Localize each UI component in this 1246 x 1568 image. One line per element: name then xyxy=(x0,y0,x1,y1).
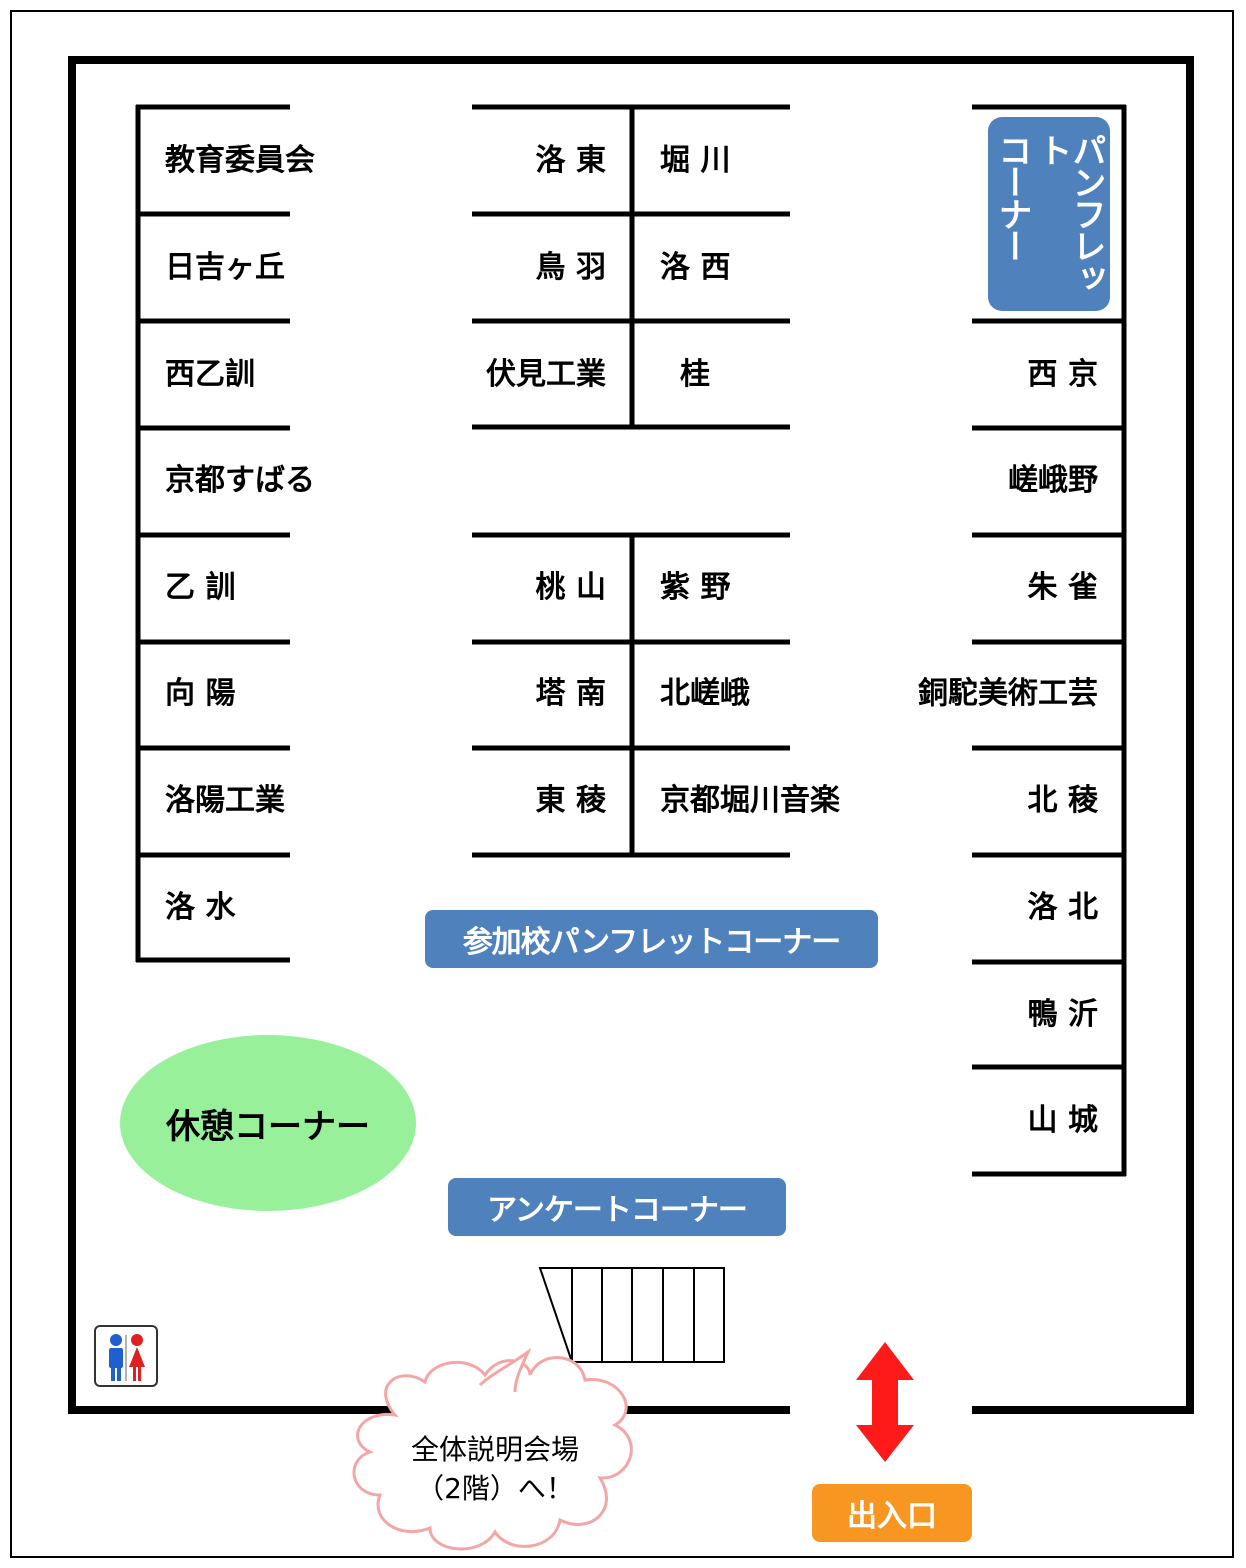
pamphlet-corner-line1: パンフレット xyxy=(1032,133,1106,293)
pamphlet-corner-vertical: パンフレット コーナー xyxy=(988,117,1110,311)
cloud-text: 全体説明会場 （2階）へ！ xyxy=(395,1430,595,1508)
right-booth-lines xyxy=(972,104,1127,1177)
center-upper-lines xyxy=(472,104,790,430)
booth-right-2: 嵯峨野 xyxy=(1008,463,1098,498)
cloud-text-line1: 全体説明会場 xyxy=(410,1433,579,1466)
booth-left-6: 向 陽 xyxy=(165,676,236,711)
rest-corner-label: 休憩コーナー xyxy=(166,1106,370,1147)
booth-right-7: 鴨 沂 xyxy=(1027,997,1098,1032)
booth-left-4: 京都すばる xyxy=(165,463,315,498)
booth-right-3: 朱 雀 xyxy=(1027,570,1098,605)
booth-right-8: 山 城 xyxy=(1027,1103,1098,1138)
booth-center-2: 鳥 羽 xyxy=(535,250,606,285)
booth-right-5: 北 稜 xyxy=(1027,783,1098,818)
booth-center-6: 桂 xyxy=(680,357,710,392)
booth-left-7: 洛陽工業 xyxy=(165,783,285,818)
booth-center-5: 洛 西 xyxy=(660,250,731,285)
center-lower-lines xyxy=(472,532,790,858)
cloud-bubble xyxy=(352,1356,633,1551)
booth-left-1: 教育委員会 xyxy=(165,143,315,178)
booth-left-8: 洛 水 xyxy=(165,890,236,925)
cloud-tail xyxy=(478,1347,532,1393)
page-frame xyxy=(10,10,1234,1558)
booth-center-3: 伏見工業 xyxy=(486,357,606,392)
booth-center-7: 桃 山 xyxy=(535,570,606,605)
booth-right-4: 銅駝美術工芸 xyxy=(918,676,1098,711)
restroom-icon xyxy=(94,1325,158,1387)
cloud-text-line2: （2階）へ！ xyxy=(416,1472,574,1506)
booth-center-4: 堀 川 xyxy=(660,143,731,178)
double-arrow-icon xyxy=(856,1342,914,1462)
rest-corner-area xyxy=(120,1035,416,1211)
hall-wall xyxy=(68,56,1194,1414)
booth-left-5: 乙 訓 xyxy=(165,570,236,605)
booth-right-6: 洛 北 xyxy=(1027,890,1098,925)
booth-left-3: 西乙訓 xyxy=(165,357,255,392)
booth-center-8: 塔 南 xyxy=(535,676,606,711)
staircase-icon xyxy=(538,1267,725,1363)
booth-right-1: 西 京 xyxy=(1027,357,1098,392)
survey-corner: アンケートコーナー xyxy=(448,1178,786,1236)
school-pamphlet-corner: 参加校パンフレットコーナー xyxy=(425,910,878,968)
left-booth-lines xyxy=(135,104,290,963)
booth-center-12: 京都堀川音楽 xyxy=(660,783,840,818)
entrance-label: 出入口 xyxy=(812,1484,972,1542)
pamphlet-corner-line2: コーナー xyxy=(992,133,1032,261)
booth-center-9: 東 稜 xyxy=(535,783,606,818)
booth-center-10: 紫 野 xyxy=(660,570,731,605)
booth-center-1: 洛 東 xyxy=(535,143,606,178)
booth-left-2: 日吉ヶ丘 xyxy=(165,250,285,285)
booth-center-11: 北嵯峨 xyxy=(660,676,750,711)
